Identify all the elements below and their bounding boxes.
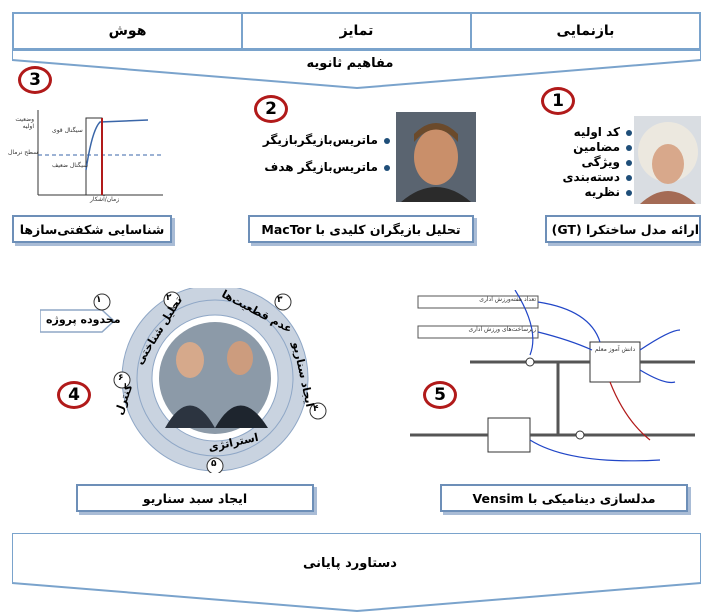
caption-vensim: مدلسازی دینامیکی با Vensim [440, 484, 688, 512]
final-outcome-label: دستاورد پایانی [303, 556, 397, 571]
cycle-step-number: ۶ [118, 373, 124, 383]
gt-bullet-list: کد اولیه مضامین ویژگی دسته‌بندی نظریه [520, 125, 632, 200]
step-number-2: 2 [254, 95, 288, 123]
bullet-icon [626, 129, 632, 136]
concept-intelligence: هوش [108, 23, 147, 39]
gt-author-photo [634, 116, 701, 204]
cycle-step-number: ۲ [166, 293, 172, 303]
cycle-step-number: ۴ [313, 404, 319, 414]
vensim-label: تعداد هفته‌ورزش اداری [479, 296, 536, 303]
fracture-graph-label-weak: سیگنال ضعیف [52, 162, 89, 169]
concept-representation: بازنمایی [470, 14, 699, 48]
caption-gt: ارائه مدل ساختکرا (GT) [545, 215, 701, 243]
step-number-3: 3 [18, 66, 52, 94]
gt-bullet-item: دسته‌بندی [520, 170, 632, 185]
mactor-author-photo [396, 112, 476, 202]
vensim-label: زیرساخت‌های ورزش اداری [468, 326, 536, 333]
fracture-graph-label-time: زمان/آشکار [90, 196, 120, 203]
secondary-concepts-arrow [12, 50, 701, 90]
top-concepts-bar: بازنمایی تمایز هوش [12, 12, 701, 50]
caption-mactor: تحلیل بازیگران کلیدی با MacTor [248, 215, 474, 243]
caption-scenario: ایجاد سبد سناریو [76, 484, 314, 512]
fracture-graph-label-strong: سیگنال قوی [52, 127, 83, 134]
step-number-5: 5 [423, 381, 457, 409]
bullet-icon [626, 174, 632, 181]
cycle-step-number: ۵ [211, 459, 217, 469]
step-number-1: 1 [541, 87, 575, 115]
bullet-icon [626, 144, 632, 151]
project-scope-label: محدوده پروژه [46, 313, 121, 326]
caption-fracture: شناسایی شکفتی‌سازها [12, 215, 172, 243]
bullet-icon [626, 159, 632, 166]
fracture-graph-label-normal: سطح نرمال [8, 149, 39, 156]
secondary-concepts-label: مفاهیم ثانویه [306, 56, 394, 71]
fracture-graph-label-initial: وضعیت اولیه [15, 116, 34, 130]
concept-distinction: تمایز [241, 14, 470, 48]
mactor-bullet-item: ماتریس‌بازیگر هدف [230, 160, 390, 175]
fracture-graph [37, 110, 163, 196]
gt-bullet-item: ویژگی [520, 155, 632, 170]
scenario-cycle-diagram [40, 288, 327, 473]
bullet-icon [384, 164, 390, 171]
mactor-bullet-list: ماتریس‌بازیگر‌بازیگر ماتریس‌بازیگر هدف [230, 133, 390, 175]
gt-bullet-item: نظریه [520, 185, 632, 200]
vensim-stock-label: دانش آموز معلم [594, 346, 636, 353]
gt-bullet-item: کد اولیه [520, 125, 632, 140]
mactor-bullet-item: ماتریس‌بازیگر‌بازیگر [230, 133, 390, 148]
final-outcome-arrow [12, 533, 701, 612]
bullet-icon [626, 189, 632, 196]
vensim-stock-flow-diagram [410, 290, 695, 462]
cycle-step-number: ۳ [277, 295, 283, 305]
bullet-icon [384, 137, 390, 144]
step-number-4: 4 [57, 381, 91, 409]
project-scope-number: ۱ [96, 295, 102, 305]
gt-bullet-item: مضامین [520, 140, 632, 155]
